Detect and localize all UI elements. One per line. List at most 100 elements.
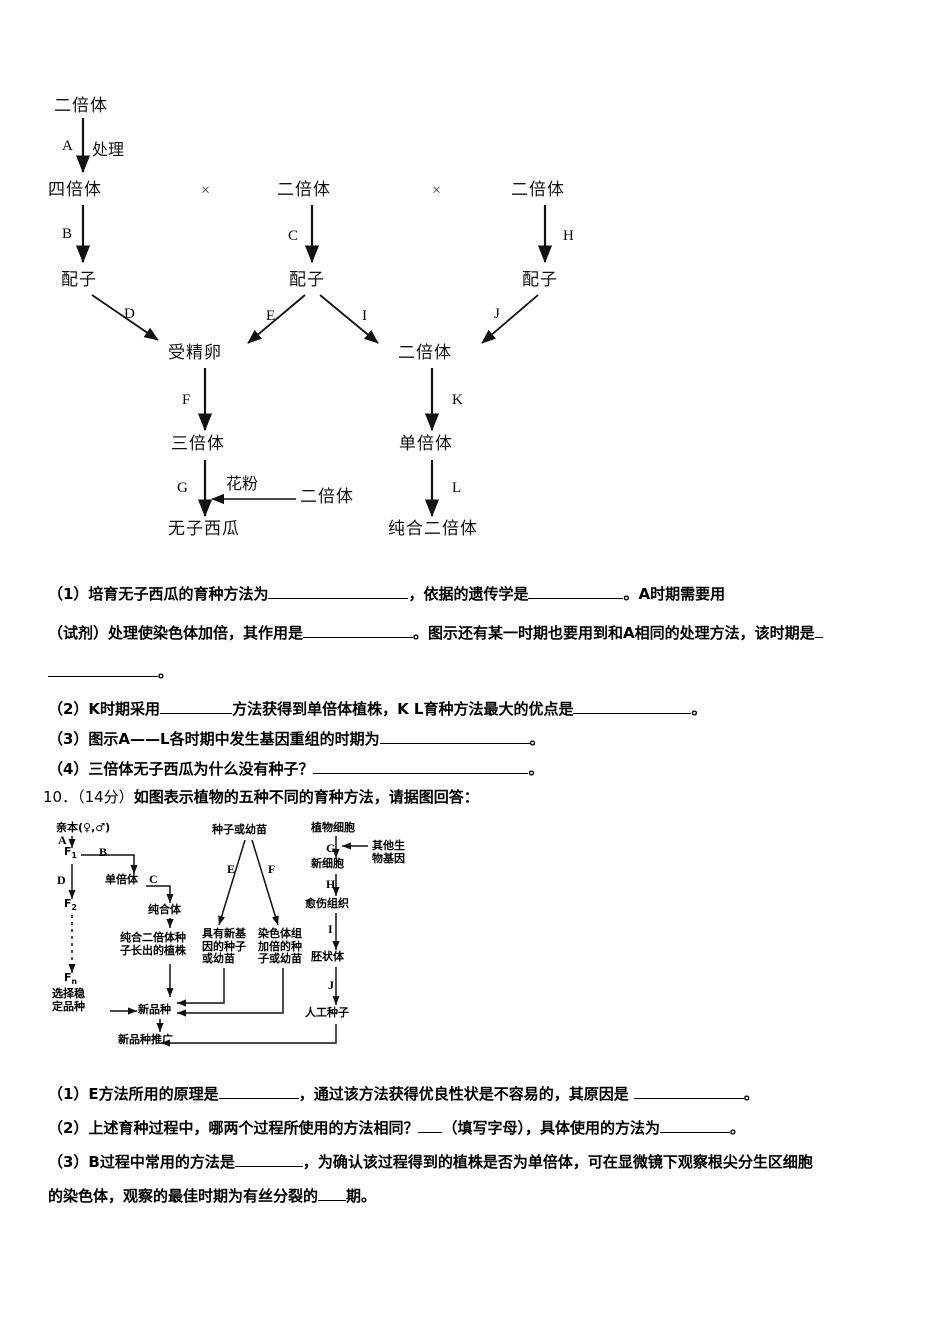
q9-part1-line1: （1）培育无子西瓜的育种方法为 ，依据的遗传学是 。A时期需要用 xyxy=(48,583,725,605)
label-A: A xyxy=(62,138,73,154)
label2-A: A xyxy=(58,833,67,847)
q10-2-text-a: （2）上述育种过程中，哪两个过程所使用的方法相同？ xyxy=(48,1119,419,1137)
node-diploid-mid: 二倍体 xyxy=(277,180,331,200)
q9-1c-text: 。 xyxy=(158,663,174,681)
node-seedless-watermelon: 无子西瓜 xyxy=(168,519,240,539)
q10-3b-text-a: 的染色体，观察的最佳时期为有丝分裂的 xyxy=(48,1187,319,1205)
node-diploid-zyg: 二倍体 xyxy=(398,343,452,363)
node-select-stable: 选择稳定品种 xyxy=(52,987,85,1013)
label2-C: C xyxy=(149,872,158,886)
node-new-variety-promote: 新品种推广 xyxy=(118,1033,173,1046)
label2-G: G xyxy=(326,841,336,855)
q10-1-text-c: 。 xyxy=(743,1085,759,1103)
q9-2-text-a: （2）K时期采用 xyxy=(48,700,161,718)
q9-1-blank-2[interactable] xyxy=(528,583,624,599)
label2-J: J xyxy=(328,978,334,992)
q9-4-blank-1[interactable] xyxy=(313,758,529,774)
q9-3-text-b: 。 xyxy=(529,730,545,748)
q10-part2: （2）上述育种过程中，哪两个过程所使用的方法相同？ （填写字母），具体使用的方法为… xyxy=(48,1117,745,1139)
q9-1b-text-b: 。图示还有某一时期也要用到和A相同的处理方法，该时期是 xyxy=(413,624,815,642)
node-diploid-right: 二倍体 xyxy=(511,180,565,200)
node-pollen-source: 二倍体 xyxy=(300,487,354,507)
cross-symbol-1: × xyxy=(201,182,211,199)
label-G: G xyxy=(177,480,188,496)
node-chromosome-doubled: 染色体组加倍的种子或幼苗 xyxy=(258,927,302,965)
q9-3-blank-1[interactable] xyxy=(379,728,530,744)
q10-score: （14分） xyxy=(77,788,134,806)
label2-F: F xyxy=(268,862,276,876)
q9-1-text-b: ，依据的遗传学是 xyxy=(408,585,529,603)
node-diploid-top: 二倍体 xyxy=(54,96,108,116)
node-new-gene-seed: 具有新基因的种子或幼苗 xyxy=(202,927,246,965)
node-haploid: 单倍体 xyxy=(399,434,453,454)
node-parent: 亲本(♀,♂) xyxy=(56,821,111,834)
node-gamete-mid: 配子 xyxy=(289,270,325,290)
q9-part1-line3: 。 xyxy=(48,661,173,683)
node-gamete-left: 配子 xyxy=(61,270,97,290)
q9-1-text-a: （1）培育无子西瓜的育种方法为 xyxy=(48,585,269,603)
q9-part1-line2: （试剂）处理使染色体加倍，其作用是 。图示还有某一时期也要用到和A相同的处理方法，… xyxy=(48,622,823,644)
q10-2-blank-1[interactable] xyxy=(418,1117,443,1133)
node-f2: F2 xyxy=(64,897,77,913)
q9-1b-text-a: （试剂）处理使染色体加倍，其作用是 xyxy=(48,624,304,642)
node-fn: Fn xyxy=(64,971,77,987)
label-J: J xyxy=(494,306,500,322)
q9-part2: （2）K时期采用方法获得到单倍体植株，K L育种方法最大的优点是。 xyxy=(48,698,706,720)
label-C: C xyxy=(288,228,299,244)
q10-3-text-b: ，为确认该过程得到的植株是否为单倍体，可在显微镜下观察根尖分生区细胞 xyxy=(302,1153,813,1171)
label-E: E xyxy=(266,308,276,324)
diagram1-arrows xyxy=(75,118,553,518)
q9-1-blank-3[interactable] xyxy=(303,622,414,638)
label-A-text: 处理 xyxy=(92,142,125,159)
q10-1-blank-1[interactable] xyxy=(218,1083,299,1099)
node-f1: F1 xyxy=(64,845,77,861)
q10-3-blank-2[interactable] xyxy=(318,1185,347,1201)
label-K: K xyxy=(452,392,463,408)
q10-3-blank-1[interactable] xyxy=(234,1151,303,1167)
label-G-text: 花粉 xyxy=(226,476,259,493)
label2-I: I xyxy=(328,922,333,936)
q9-2-text-b: 方法获得到单倍体植株，K L育种方法最大的优点是 xyxy=(232,700,574,718)
label-H: H xyxy=(563,228,574,244)
q10-part1: （1）E方法所用的原理是 ，通过该方法获得优良性状是不容易的，其原因是 。 xyxy=(48,1083,759,1105)
q10-3-text-a: （3）B过程中常用的方法是 xyxy=(48,1153,235,1171)
q10-2-text-c: 。 xyxy=(729,1119,745,1137)
q9-1-blank-1[interactable] xyxy=(268,583,409,599)
q9-3-text-a: （3）图示A——L各时期中发生基因重组的时期为 xyxy=(48,730,380,748)
q9-part3: （3）图示A——L各时期中发生基因重组的时期为 。 xyxy=(48,728,545,750)
q10-header-text: 如图表示植物的五种不同的育种方法，请据图回答： xyxy=(133,788,479,806)
node-homozygous-diploid: 纯合二倍体 xyxy=(388,519,478,539)
q10-1-text-a: （1）E方法所用的原理是 xyxy=(48,1085,219,1103)
q10-part3-line1: （3）B过程中常用的方法是 ，为确认该过程得到的植株是否为单倍体，可在显微镜下观察… xyxy=(48,1151,813,1173)
node-other-organism-gene: 其他生物基因 xyxy=(372,839,405,865)
label-L: L xyxy=(452,480,462,496)
label2-H: H xyxy=(326,877,336,891)
q10-3b-text-b: 期。 xyxy=(346,1187,377,1205)
q10-2-text-b: （填写字母），具体使用的方法为 xyxy=(442,1119,660,1137)
q10-number: 10． xyxy=(43,788,78,806)
q9-1-blank-4b[interactable] xyxy=(48,661,158,677)
cross-symbol-2: × xyxy=(432,182,442,199)
q10-1-blank-2[interactable] xyxy=(633,1083,744,1099)
q9-1-blank-4a[interactable] xyxy=(814,622,823,638)
q9-4-text-a: （4）三倍体无子西瓜为什么没有种子？ xyxy=(48,760,314,778)
q10-2-blank-2[interactable] xyxy=(659,1117,730,1133)
node-embryoid: 胚状体 xyxy=(311,950,344,963)
q10-header: 10．（14分）如图表示植物的五种不同的育种方法，请据图回答： xyxy=(43,786,479,807)
node-callus: 愈伤组织 xyxy=(305,897,349,910)
node-new-cell: 新细胞 xyxy=(311,857,344,870)
q10-1-text-b: ，通过该方法获得优良性状是不容易的，其原因是 xyxy=(298,1085,634,1103)
label-D: D xyxy=(124,306,135,322)
q10-part3-line2: 的染色体，观察的最佳时期为有丝分裂的 期。 xyxy=(48,1185,376,1207)
label-I: I xyxy=(362,308,367,324)
node-seed-or-seedling: 种子或幼苗 xyxy=(212,823,267,836)
node-zygote: 受精卵 xyxy=(168,343,222,363)
q9-2-blank-1[interactable] xyxy=(160,698,233,714)
node-haploid-2: 单倍体 xyxy=(105,873,138,886)
q9-part4: （4）三倍体无子西瓜为什么没有种子？。 xyxy=(48,758,543,780)
node-triploid: 三倍体 xyxy=(171,434,225,454)
q9-2-blank-2[interactable] xyxy=(573,698,692,714)
q9-1-text-c: 。A时期需要用 xyxy=(623,585,726,603)
